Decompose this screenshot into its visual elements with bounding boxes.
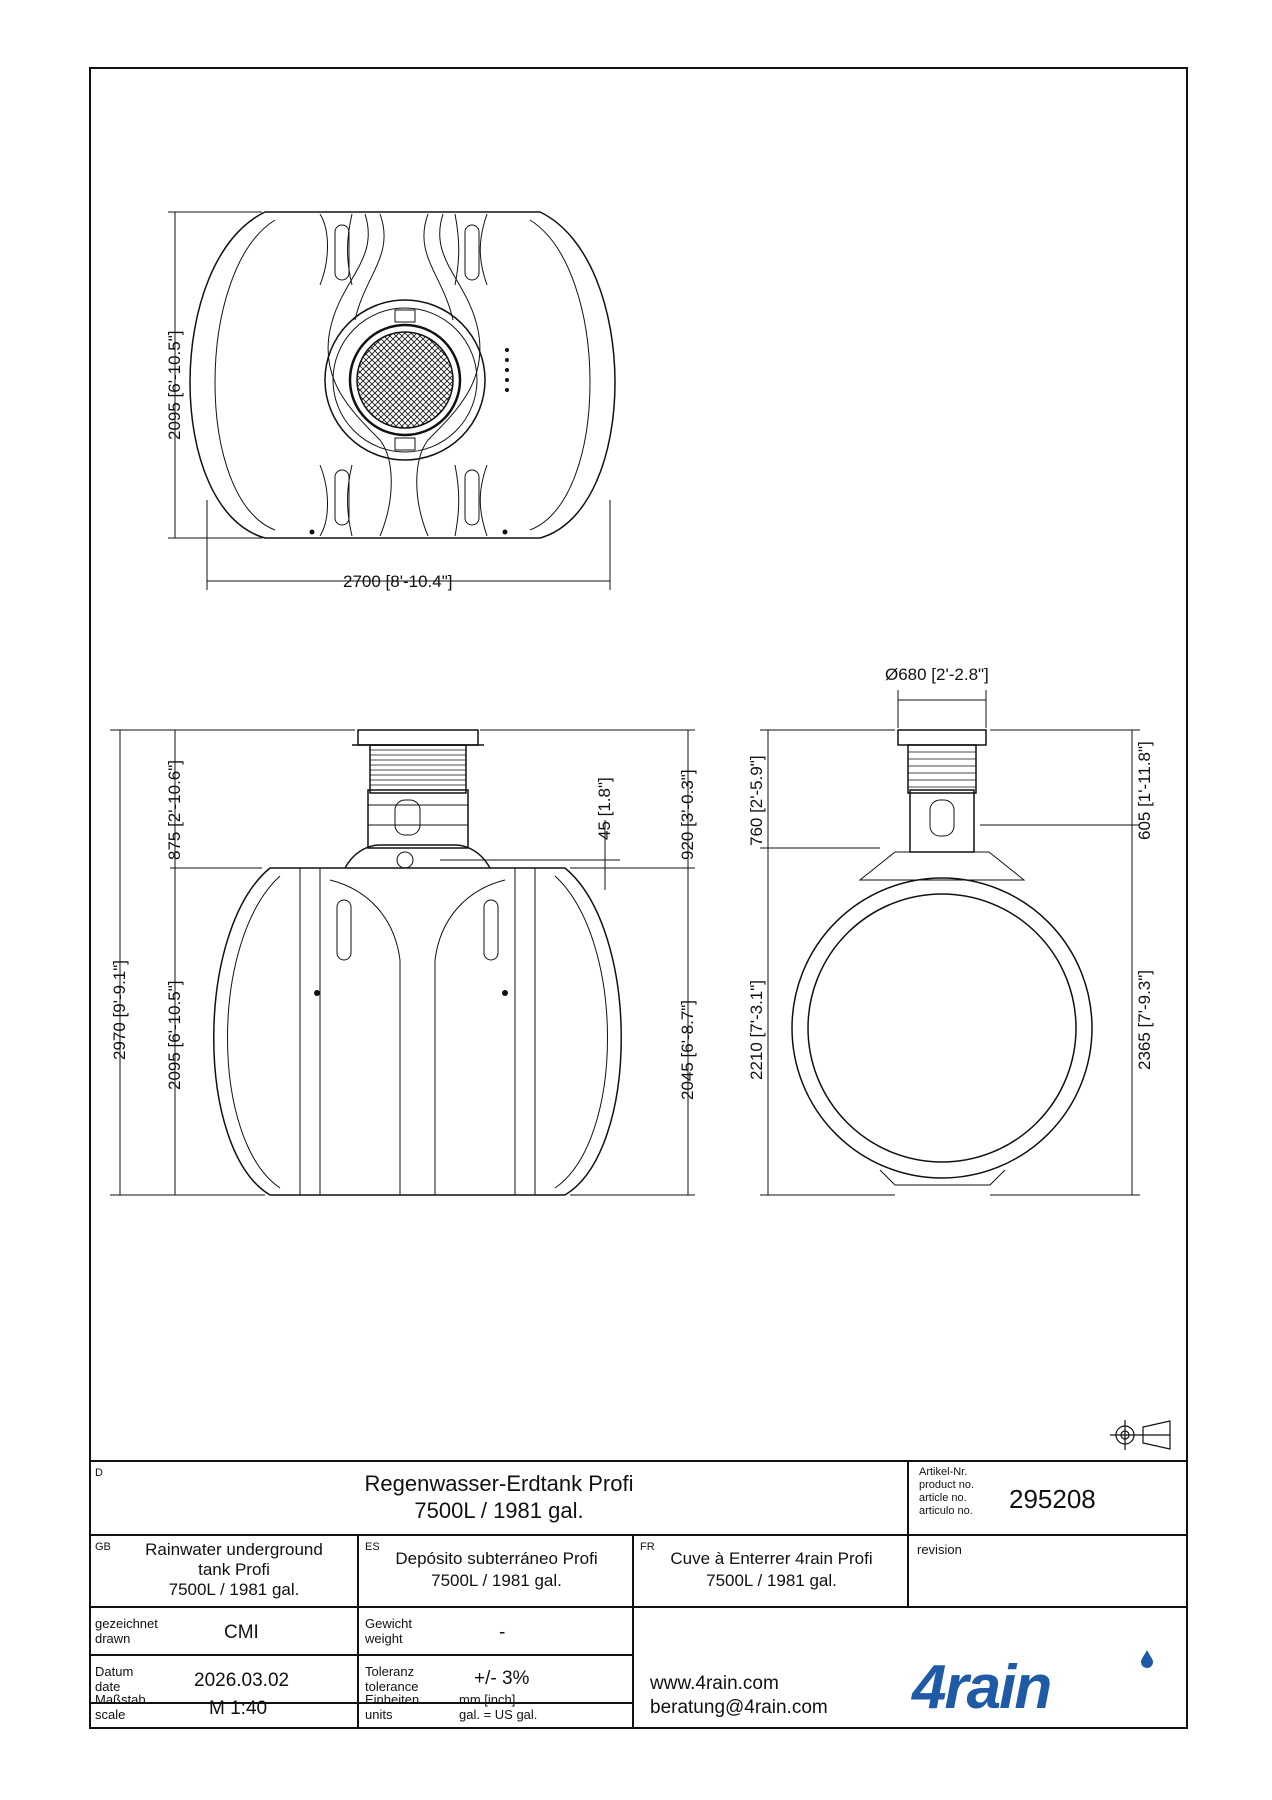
dim-side-shaft-right: 605 [1'-11.8"] [1135,741,1154,840]
article-number: 295208 [1009,1484,1096,1514]
top-view-dimensions [168,211,611,590]
date-label1: Datum [95,1664,134,1679]
dim-body-height: 2095 [6'-10.5"] [165,981,184,1090]
gb-cell: GB Rainwater underground tank Profi 7500… [89,1536,359,1608]
front-view-dimensions [110,729,695,1196]
article-label2: product no. [919,1479,975,1491]
top-view [189,211,616,539]
gb-line1: Rainwater underground [145,1540,323,1559]
units-value2: gal. = US gal. [459,1707,538,1722]
projection-symbol [1110,1420,1171,1450]
title-block: D Regenwasser-Erdtank Profi 7500L / 1981… [89,1460,1188,1729]
scale-label1: Maßstab [95,1692,146,1707]
date-label2: date [95,1679,121,1694]
fr-line1: Cuve à Enterrer 4rain Profi [670,1549,873,1568]
es-line1: Depósito subterráneo Profi [395,1549,598,1568]
dim-shaft-height: 875 [2'-10.6"] [165,760,184,860]
date-cell: Datum date 2026.03.02 [89,1656,359,1704]
weight-value: - [499,1622,506,1643]
dim-body-lower: 2045 [6'-8.7"] [678,1000,697,1100]
tolerance-value: +/- 3% [474,1668,530,1689]
units-cell: Einheiten units mm [inch] gal. = US gal. [359,1692,634,1729]
lang-es: ES [365,1541,380,1553]
dim-side-body-right: 2365 [7'-9.3"] [1135,970,1154,1070]
title-line2: 7500L / 1981 gal. [414,1498,584,1523]
drawing-sheet [89,67,1188,1729]
dim-side-shaft: 760 [2'-5.9"] [747,755,766,846]
es-line2: 7500L / 1981 gal. [431,1571,562,1590]
drawn-cell: gezeichnet drawn CMI [89,1608,359,1656]
units-value1: mm [inch] [459,1692,516,1707]
website-link[interactable]: www.4rain.com [650,1673,779,1694]
weight-label2: weight [365,1631,403,1646]
article-label3: article no. [919,1492,967,1504]
gb-line2: tank Profi [198,1560,270,1579]
title-cell: D Regenwasser-Erdtank Profi 7500L / 1981… [89,1460,909,1536]
dim-offset-small: 45 [1.8"] [595,777,614,840]
weight-label1: Gewicht [365,1616,412,1631]
lang-fr: FR [640,1541,655,1553]
gb-line3: 7500L / 1981 gal. [168,1580,300,1599]
lang-gb: GB [95,1541,111,1553]
scale-label2: scale [95,1707,126,1722]
es-cell: ES Depósito subterráneo Profi 7500L / 19… [359,1536,634,1608]
drawn-label1: gezeichnet [95,1616,158,1631]
dim-total-height: 2970 [9'-9.1"] [110,960,129,1060]
weight-cell: Gewicht weight - [359,1608,634,1656]
date-value: 2026.03.02 [194,1670,290,1691]
contact-cell: www.4rain.com beratung@4rain.com 4rain [634,1608,1188,1729]
dim-top-width: 2700 [8'-10.4"] [343,572,452,591]
title-line1: Regenwasser-Erdtank Profi [364,1471,634,1496]
article-cell: Artikel-Nr. product no. article no. arti… [909,1460,1188,1536]
tolerance-label2: tolerance [365,1679,419,1694]
side-view-dimensions [760,690,1140,1196]
scale-value: M 1:40 [209,1698,268,1719]
units-label1: Einheiten [365,1692,420,1707]
front-view [213,729,622,1196]
revision-cell: revision [909,1536,1188,1608]
email-link[interactable]: beratung@4rain.com [650,1697,828,1718]
article-label4: articulo no. [919,1505,973,1517]
water-drop-icon [1141,1650,1153,1668]
dim-diameter: Ø680 [2'-2.8"] [885,665,989,684]
article-label1: Artikel-Nr. [919,1466,968,1478]
revision-label: revision [917,1542,962,1557]
tolerance-label1: Toleranz [365,1664,415,1679]
scale-cell: Maßstab scale M 1:40 [89,1692,359,1729]
brand-logo: 4rain [912,1653,1052,1722]
dim-side-body: 2210 [7'-3.1"] [747,980,766,1080]
dim-top-height: 2095 [6'-10.5"] [165,331,184,440]
drawn-label2: drawn [95,1631,131,1646]
fr-cell: FR Cuve à Enterrer 4rain Profi 7500L / 1… [634,1536,909,1608]
fr-line2: 7500L / 1981 gal. [706,1571,837,1590]
units-label2: units [365,1707,393,1722]
tolerance-cell: Toleranz tolerance +/- 3% [359,1656,634,1704]
lang-de: D [95,1467,103,1479]
dim-inlet-height: 920 [3'-0.3"] [678,769,697,860]
drawn-value: CMI [224,1622,259,1643]
side-view [791,729,1093,1186]
